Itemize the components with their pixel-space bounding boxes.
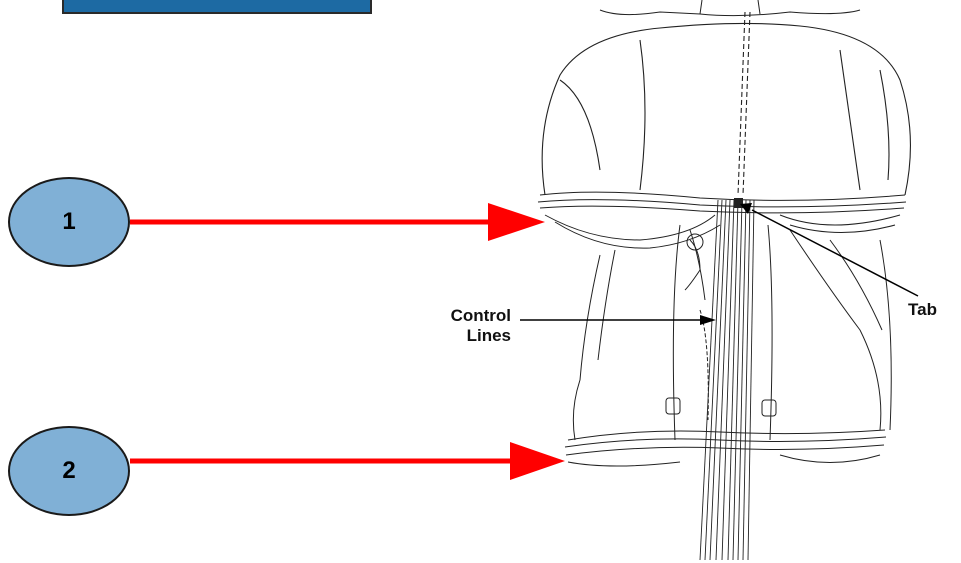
arrow-1 <box>130 203 545 241</box>
tab-shape <box>734 198 743 208</box>
control-lines-label: Control Lines <box>425 306 511 346</box>
control-lines-label-line1: Control <box>425 306 511 326</box>
arrow-2 <box>130 442 565 480</box>
control-lines-label-line2: Lines <box>425 326 511 346</box>
upper-canopy <box>542 12 910 195</box>
callout-marker-1: 1 <box>8 177 130 267</box>
callout-number-1: 1 <box>62 208 75 236</box>
callout-number-2: 2 <box>62 457 75 485</box>
canopy-top <box>600 0 860 16</box>
callout-marker-2: 2 <box>8 426 130 516</box>
tab-label: Tab <box>908 300 937 320</box>
control-lines-bundle <box>700 200 754 560</box>
control-lines-leader <box>520 315 716 325</box>
